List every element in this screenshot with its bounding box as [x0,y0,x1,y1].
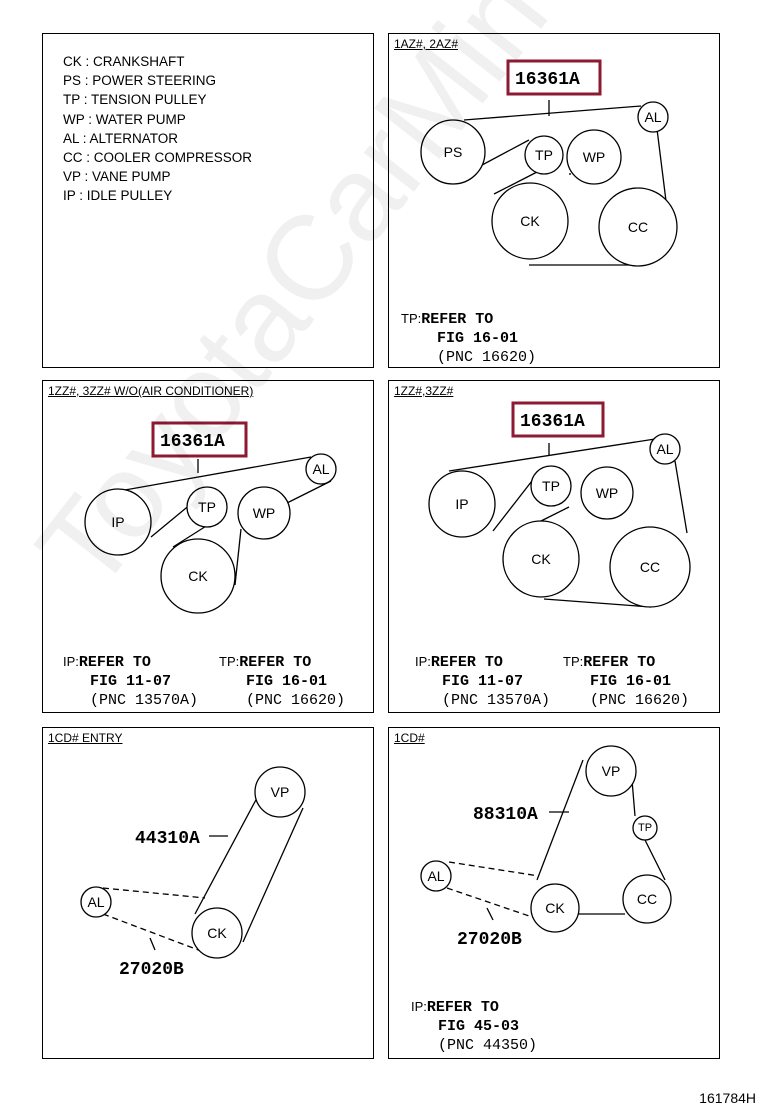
pulley-label: CC [628,219,648,235]
part-number-box [151,421,248,458]
pulley-al [305,453,337,485]
pulley-ck [191,907,243,959]
diagram-panel-1cd: 1CD# VP TP AL CK CC 88310A 27020B IP:REF… [388,727,720,1059]
panel-title: 1ZZ#,3ZZ# [394,384,454,398]
belt-diagram: IP TP WP AL CK CC 16361A [428,401,691,608]
panel-title: 1CD# [394,731,425,745]
panel-title: 1ZZ#, 3ZZ# W/O(AIR CONDITIONER) [48,384,254,398]
pulley-ck [502,520,580,598]
reference-note-tp: TP:REFER TO FIG 16-01 (PNC 16620) [219,654,346,709]
pulley-label: WP [596,485,619,501]
pulley-ck [530,883,580,933]
pulley-label: AL [427,868,444,884]
legend-item: AL : ALTERNATOR [63,130,179,146]
diagram-panel-1zz-3zz-no-ac: 1ZZ#, 3ZZ# W/O(AIR CONDITIONER) IP TP WP… [42,380,374,713]
reference-note-ip: IP:REFER TO FIG 45-03 (PNC 44350) [411,999,538,1054]
diagram-panel-1zz-3zz: 1ZZ#,3ZZ# IP TP WP AL CK CC 16361A IP:RE… [388,380,720,713]
pulley-wp [580,466,634,520]
pulley-label: CK [188,568,208,584]
pulley-label: CK [531,551,551,567]
pulley-tp [524,135,564,175]
pulley-al [637,101,669,133]
pulley-tp [632,815,658,841]
part-number[interactable]: 16361A [515,70,580,90]
pulley-cc [609,526,691,608]
diagram-panel-1az-2az: 1AZ#, 2AZ# PS TP WP AL CK CC 16361A TP:R… [388,33,720,368]
pulley-label: CC [640,559,660,575]
reference-note-ip: IP:REFER TO FIG 11-07 (PNC 13570A) [63,654,199,709]
pulley-label: WP [583,149,606,165]
figure-code: 161784H [699,1090,756,1106]
legend-item: CK : CRANKSHAFT [63,54,185,69]
pulley-label: CK [545,900,565,916]
belt-routing [448,438,688,608]
part-number[interactable]: 16361A [520,412,585,432]
pulley-wp [566,129,622,185]
pulley-label: AL [87,894,104,910]
pulley-label: IP [455,496,468,512]
legend-item: VP : VANE PUMP [63,169,171,185]
part-number[interactable]: 16361A [160,432,225,452]
belt-routing [463,100,668,266]
pulley-ck [491,182,569,260]
legend-item: WP : WATER PUMP [63,111,186,127]
legend-item: CC : COOLER COMPRESSOR [63,150,253,166]
pulley-label: TP [542,478,560,494]
pulley-al [649,433,681,465]
pulley-cc [622,874,672,924]
part-number-belt-vp[interactable]: 44310A [135,829,200,849]
pulley-label: AL [644,109,661,125]
pulley-ck [160,538,236,614]
part-number-belt-al[interactable]: 27020B [119,960,184,980]
pulley-al [420,860,452,892]
pulley-label: CC [637,891,657,907]
pulley-label: TP [198,499,216,515]
pulley-label: TP [638,822,652,834]
pulley-label: PS [444,144,463,160]
pulley-wp [237,486,291,540]
belt-routing [446,759,666,921]
pulley-label: AL [656,441,673,457]
pulley-label: VP [271,784,290,800]
legend-item: PS : POWER STEERING [63,73,217,89]
reference-note-ip: IP:REFER TO FIG 11-07 (PNC 13570A) [415,654,551,709]
belt-routing [102,795,304,952]
reference-note-tp: TP:REFER TO FIG 16-01 (PNC 16620) [563,654,690,709]
legend-item: IP : IDLE PULLEY [63,188,173,204]
part-number-belt-al[interactable]: 27020B [457,930,522,950]
pulley-vp [585,745,637,797]
pulley-label: WP [253,505,276,521]
panel-title: 1AZ#, 2AZ# [394,37,459,51]
part-number-belt-vp[interactable]: 88310A [473,805,538,825]
pulley-label: VP [602,763,621,779]
pulley-ip [84,488,152,556]
belt-diagram: VP TP AL CK CC 88310A 27020B [420,745,672,950]
belt-diagram: VP AL CK 44310A 27020B [80,766,306,980]
reference-note-tp: TP:REFER TO FIG 16-01 (PNC 16620) [401,311,537,366]
pulley-cc [598,187,678,267]
pulley-ps [420,119,486,185]
belt-diagram: IP TP WP AL CK 16361A [84,421,337,614]
legend-list: CK : CRANKSHAFT PS : POWER STEERING TP :… [63,52,252,206]
pulley-vp [254,766,306,818]
legend-item: TP : TENSION PULLEY [63,92,207,108]
part-number-box [511,401,605,438]
pulley-label: CK [520,213,540,229]
part-number-box [506,59,602,96]
pulley-tp [186,486,228,528]
pulley-label: IP [111,514,124,530]
belt-diagram: PS TP WP AL CK CC 16361A [420,59,678,267]
panel-title: 1CD# ENTRY [48,731,123,745]
pulley-tp [530,465,572,507]
pulley-label: TP [535,147,553,163]
pulley-al [80,886,112,918]
pulley-ip [428,470,496,538]
legend-panel: CK : CRANKSHAFT PS : POWER STEERING TP :… [42,33,374,368]
pulley-label: AL [312,461,329,477]
diagram-panel-1cd-entry: 1CD# ENTRY VP AL CK 44310A 27020B [42,727,374,1059]
pulley-label: CK [207,925,227,941]
